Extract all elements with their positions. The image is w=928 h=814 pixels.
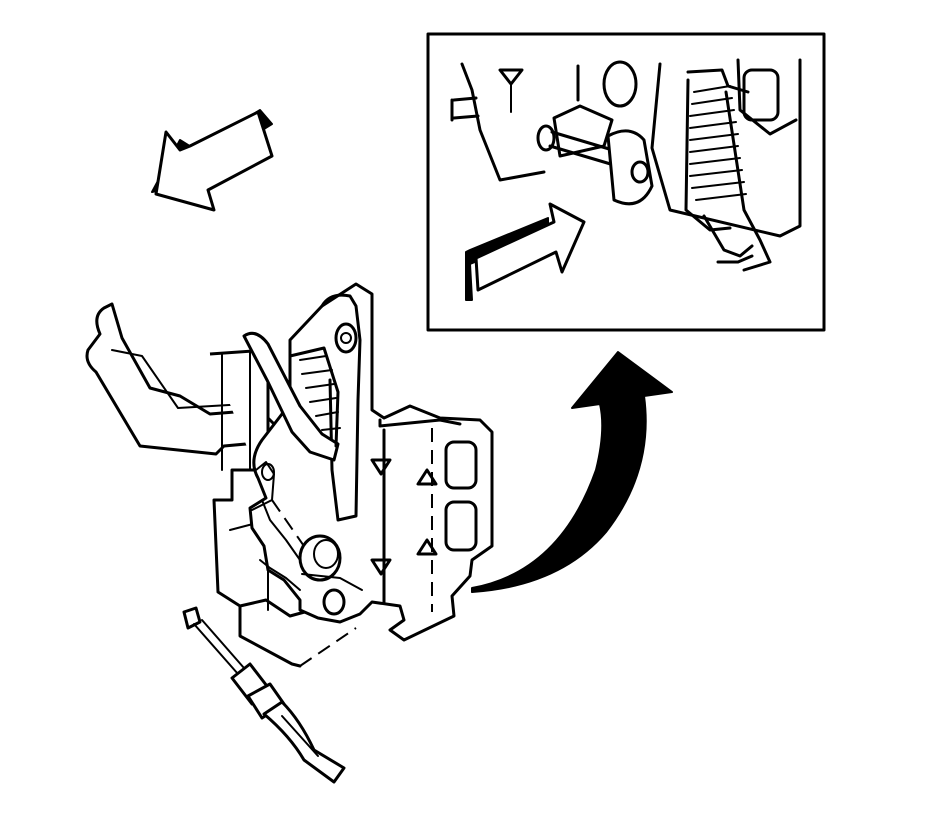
direction-arrow-icon	[151, 109, 274, 212]
spring	[684, 68, 772, 272]
hood-latch-assembly	[85, 282, 494, 668]
inset-detail-view	[426, 32, 826, 332]
release-cable	[182, 606, 357, 784]
direction-arrow-icon	[465, 202, 586, 301]
rotate-arrow-icon	[471, 351, 673, 593]
